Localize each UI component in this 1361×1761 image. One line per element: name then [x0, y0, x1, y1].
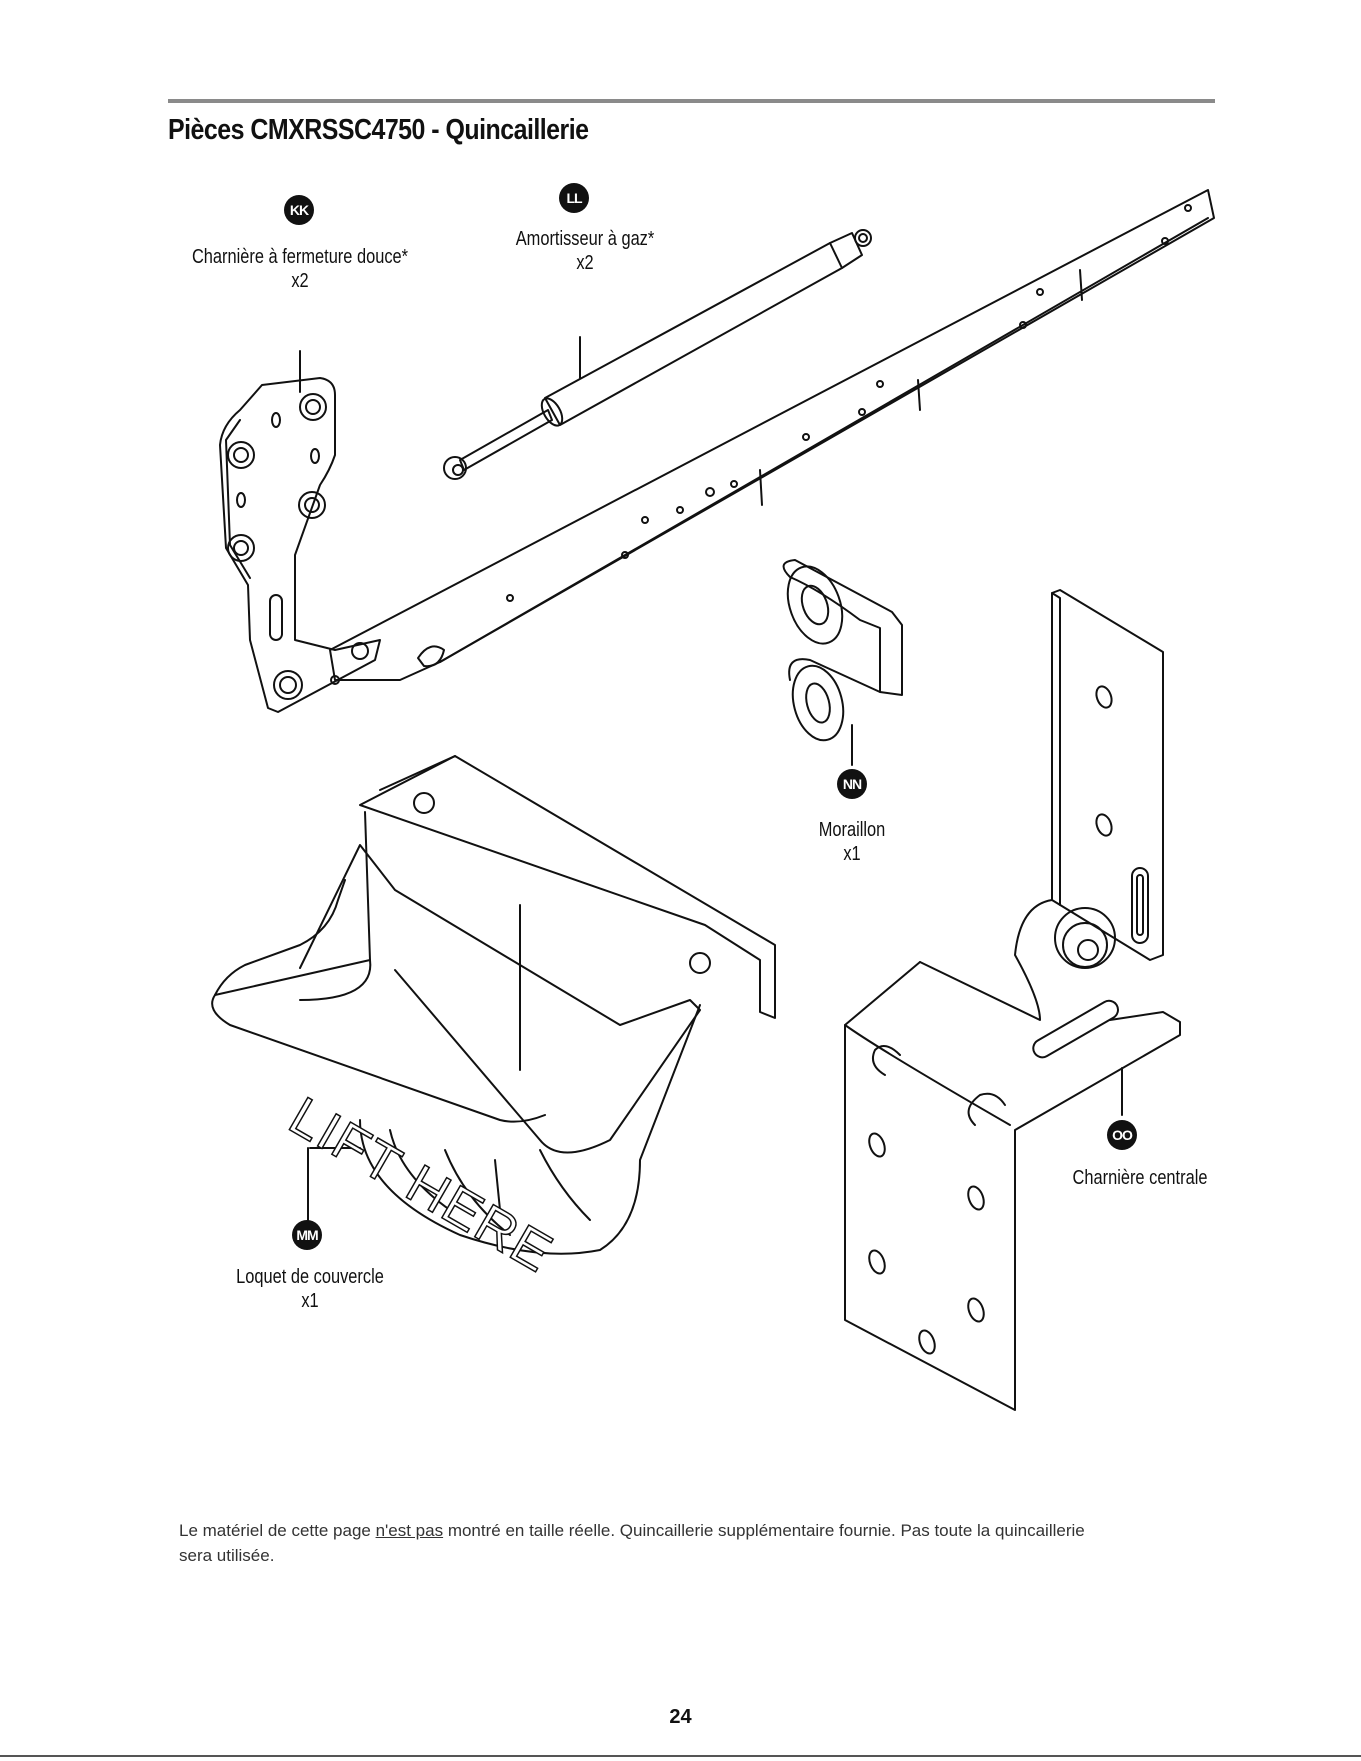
part-badge-ll: LL	[559, 183, 589, 213]
part-badge-nn: NN	[837, 769, 867, 799]
part-qty-ll: x2	[576, 252, 594, 274]
center-hinge-icon	[844, 589, 1181, 1411]
part-name-kk: Charnière à fermeture douce*	[191, 246, 409, 268]
page-title: Pièces CMXRSSC4750 - Quincaillerie	[168, 114, 589, 146]
part-qty-nn: x1	[843, 843, 861, 865]
soft-close-hinge-icon	[219, 189, 1215, 713]
part-badge-mm: MM	[292, 1220, 322, 1250]
hasp-icon	[782, 559, 903, 766]
part-name-oo: Charnière centrale	[1072, 1167, 1208, 1189]
note-text-after: montré en taille réelle. Quincaillerie s…	[179, 1521, 1085, 1565]
lid-latch-icon	[211, 755, 776, 1255]
part-label-ll: Amortisseur à gaz* x2	[466, 227, 704, 275]
part-name-ll: Amortisseur à gaz*	[515, 228, 655, 250]
page-number: 24	[669, 1706, 692, 1728]
part-label-nn: Moraillon x1	[770, 818, 934, 866]
part-qty-mm: x1	[301, 1290, 319, 1312]
gas-strut-icon	[443, 229, 872, 480]
hardware-note: Le matériel de cette page n'est pas mont…	[179, 1518, 1119, 1568]
header-rule	[168, 99, 1215, 103]
part-label-oo: Charnière centrale	[1033, 1166, 1246, 1190]
part-label-kk: Charnière à fermeture douce* x2	[169, 245, 431, 293]
note-emphasis: n'est pas	[375, 1521, 444, 1540]
part-label-mm: Loquet de couvercle x1	[203, 1265, 416, 1313]
part-qty-kk: x2	[291, 270, 309, 292]
note-text-before: Le matériel de cette page	[179, 1521, 376, 1540]
part-name-nn: Moraillon	[818, 819, 886, 841]
part-badge-oo: OO	[1107, 1120, 1137, 1150]
part-name-mm: Loquet de couvercle	[236, 1266, 384, 1288]
part-badge-kk: KK	[284, 195, 314, 225]
footer-rule	[0, 1755, 1361, 1757]
